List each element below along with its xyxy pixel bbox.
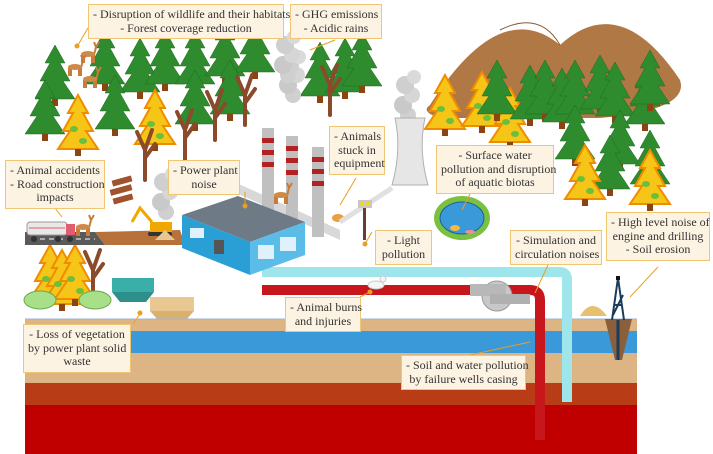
label-line: pollution	[381, 246, 426, 261]
label-line: - Soil and water pollution	[406, 358, 529, 372]
label-surface-water: - Surface water pollution and disruption…	[436, 145, 557, 194]
label-line: - Power plant	[173, 163, 238, 177]
label-line: pollution and disruption	[441, 161, 557, 176]
label-wildlife-disruption: - Disruption of wildlife and their habit…	[88, 4, 291, 39]
label-line: - Surface water	[458, 148, 532, 162]
label-line: stuck in	[338, 142, 376, 157]
chimney-icon	[262, 128, 324, 237]
label-line: - Loss of vegetation	[29, 327, 125, 341]
label-line: waste	[63, 354, 91, 368]
excavator-icon	[130, 205, 175, 240]
lamp-icon	[358, 200, 372, 240]
label-animals-stuck: - Animals stuck in equipment	[329, 126, 385, 175]
cooling-tower-icon	[391, 117, 429, 186]
waste-hopper-icon	[112, 278, 194, 320]
label-line: impacts	[36, 190, 74, 204]
label-line: by failure wells casing	[409, 371, 518, 386]
label-line: - Animal burns	[290, 300, 362, 314]
label-line: - Animal accidents	[10, 163, 100, 177]
pump-icon	[470, 280, 530, 312]
label-line: by power plant solid	[28, 340, 127, 355]
label-circulation-noises: - Simulation and circulation noises	[510, 230, 602, 265]
bird-icon	[367, 275, 387, 290]
drilling-rig-icon	[605, 276, 632, 360]
label-ghg-emissions: - GHG emissions - Acidic rains	[290, 4, 382, 39]
label-line: - Road construction	[10, 176, 105, 191]
power-plant-icon	[182, 128, 340, 275]
fish-icon	[450, 225, 475, 234]
label-line: - Acidic rains	[303, 20, 369, 35]
logs-icon	[109, 175, 134, 205]
cold-pipe	[262, 267, 572, 402]
forest	[23, 17, 671, 312]
label-line: - Animals	[334, 129, 381, 143]
label-line: - Forest coverage reduction	[120, 20, 252, 35]
label-line: equipment	[334, 156, 385, 170]
label-vegetation-loss: - Loss of vegetation by power plant soli…	[23, 324, 131, 373]
truck-icon	[26, 221, 75, 242]
sand-pile-icon	[580, 306, 607, 316]
label-well-casing: - Soil and water pollution by failure we…	[401, 355, 529, 390]
label-line: - Simulation and	[516, 233, 596, 247]
hot-pipe	[262, 285, 545, 440]
label-line: - Soil erosion	[625, 242, 691, 256]
label-power-plant-noise: - Power plant noise	[168, 160, 240, 195]
label-line: - Disruption of wildlife and their habit…	[93, 7, 291, 21]
label-light-pollution: - Light pollution	[375, 230, 432, 265]
label-line: noise	[191, 176, 217, 191]
label-road-impacts: - Animal accidents - Road construction i…	[5, 160, 105, 209]
label-line: of aquatic biotas	[455, 175, 535, 189]
label-line: circulation noises	[515, 246, 600, 261]
label-line: and injuries	[294, 313, 352, 328]
label-animal-burns: - Animal burns and injuries	[285, 297, 362, 332]
label-line: - GHG emissions	[295, 7, 379, 21]
pond-icon	[434, 196, 490, 240]
label-line: - Light	[387, 233, 420, 247]
label-line: - High level noise of	[611, 215, 710, 229]
label-line: engine and drilling	[612, 228, 704, 243]
label-drilling-noise: - High level noise of engine and drillin…	[606, 212, 710, 261]
